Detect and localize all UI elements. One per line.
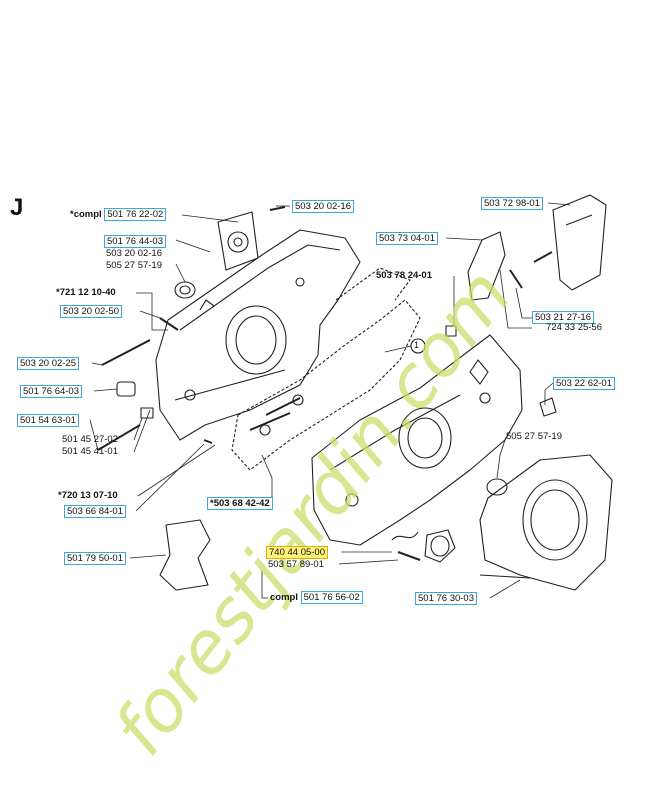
part-label-503-21-27-16[interactable]: 503 21 27-16 — [532, 311, 594, 324]
part-label-503-22-62-01[interactable]: 503 22 62-01 — [553, 377, 615, 390]
intake-cover — [217, 211, 259, 271]
part-label-501-76-22-02[interactable]: *compl 501 76 22-02 — [70, 208, 167, 221]
part-label-724-33-25-56[interactable]: 724 33 25-56 — [546, 322, 602, 333]
part-number: 501 76 56-02 — [300, 591, 363, 604]
part-number: 501 76 22-02 — [104, 208, 167, 221]
part-label-503-73-04-01[interactable]: 503 73 04-01 — [376, 232, 438, 245]
oil-pump-part — [424, 529, 456, 563]
compl-prefix: *compl — [70, 209, 102, 220]
part-label-720-13-07-10[interactable]: *720 13 07-10 — [58, 490, 118, 501]
callout-number: 1 — [414, 340, 420, 350]
part-label-505-27-57-19[interactable]: 505 27 57-19 — [106, 260, 162, 271]
part-label-503-57-89-01[interactable]: 503 57 89-01 — [268, 559, 324, 570]
part-label-721-12-10-40[interactable]: *721 12 10-40 — [56, 287, 116, 298]
part-label-501-76-64-03[interactable]: 501 76 64-03 — [20, 385, 82, 398]
part-label-503-20-02-25[interactable]: 503 20 02-25 — [17, 357, 79, 370]
part-label-501-76-44-03[interactable]: 501 76 44-03 — [104, 235, 166, 248]
part-label-501-76-30-03[interactable]: 501 76 30-03 — [415, 592, 477, 605]
deflector — [467, 231, 506, 301]
starter-side-cover — [479, 454, 613, 591]
part-label-503-68-42-42[interactable]: *503 68 42-42 — [207, 497, 273, 510]
section-letter: J — [10, 194, 24, 221]
top-shield — [552, 194, 607, 291]
part-label-503-20-02-16-b[interactable]: 503 20 02-16 — [106, 248, 162, 259]
part-label-501-45-41-01[interactable]: 501 45 41-01 — [62, 446, 118, 457]
part-label-505-27-57-19-b[interactable]: 505 27 57-19 — [506, 431, 562, 442]
compl-prefix: compl — [270, 592, 298, 603]
part-label-503-20-02-50[interactable]: 503 20 02-50 — [60, 305, 122, 318]
part-label-503-72-98-01[interactable]: 503 72 98-01 — [481, 197, 543, 210]
part-label-503-20-02-16[interactable]: 503 20 02-16 — [292, 200, 354, 213]
part-label-501-79-50-01[interactable]: 501 79 50-01 — [64, 552, 126, 565]
part-label-740-44-05-00[interactable]: 740 44 05-00 — [266, 546, 328, 559]
gasket — [231, 299, 421, 471]
part-label-503-78-24-01[interactable]: 503 78 24-01 — [376, 270, 432, 281]
part-label-501-45-27-02[interactable]: 501 45 27-02 — [62, 434, 118, 445]
left-crankcase-half — [155, 229, 361, 441]
part-label-501-54-63-01[interactable]: 501 54 63-01 — [17, 414, 79, 427]
bracket — [159, 519, 211, 591]
part-label-503-66-84-01[interactable]: 503 66 84-01 — [64, 505, 126, 518]
right-crankcase-half — [311, 334, 523, 546]
part-label-501-76-56-02[interactable]: compl 501 76 56-02 — [270, 591, 363, 604]
